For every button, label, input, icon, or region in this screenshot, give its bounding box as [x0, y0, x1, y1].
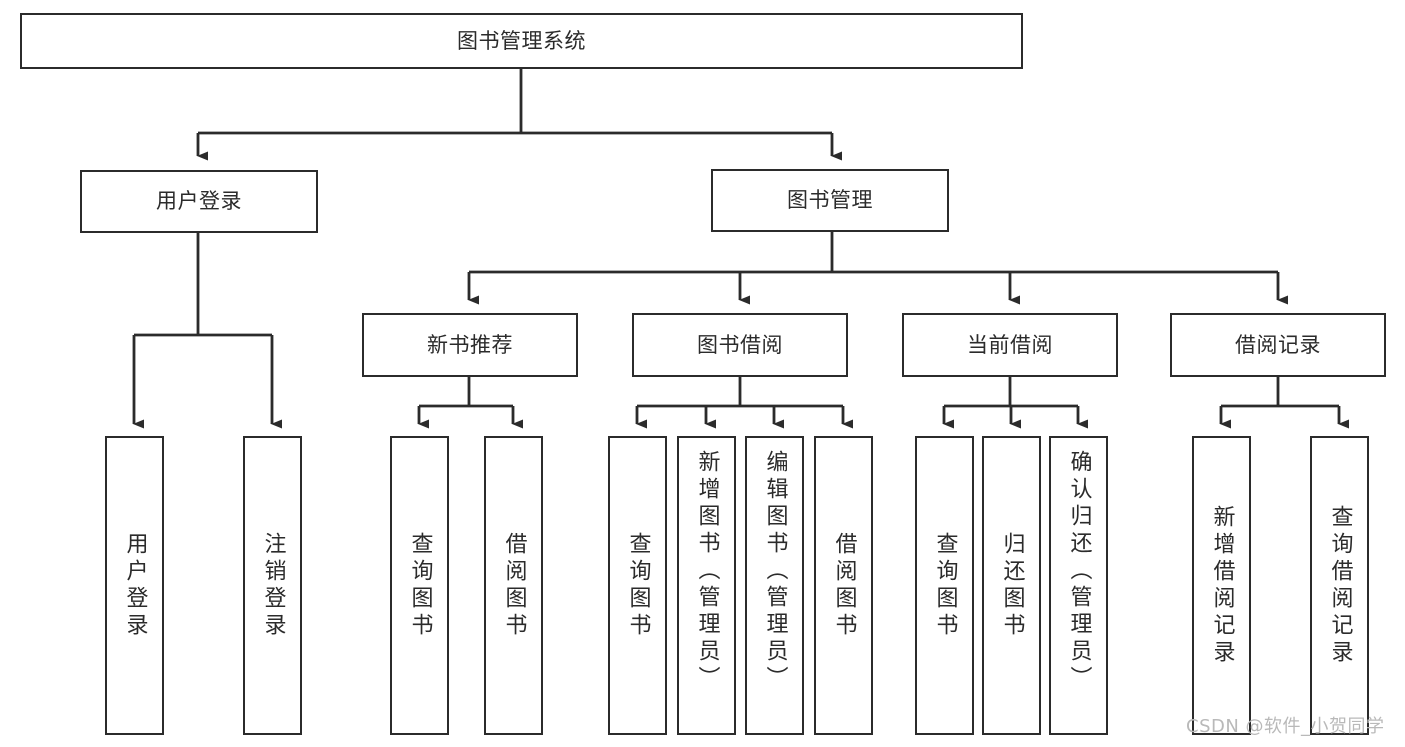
leaf-user-login-signin-label: 用户登录 — [122, 531, 148, 640]
leaf-new-book-query[interactable]: 查询图书 — [390, 436, 449, 735]
leaf-borrow-edit-book[interactable]: 编辑图书（管理员） — [745, 436, 804, 735]
leaf-user-login-signout-label: 注销登录 — [260, 531, 286, 640]
leaf-borrow-borrow-book[interactable]: 借阅图书 — [814, 436, 873, 735]
leaf-borrow-borrow-book-label: 借阅图书 — [831, 531, 857, 640]
node-book-management[interactable]: 图书管理 — [711, 169, 949, 232]
leaf-borrow-add-book-label: 新增图书（管理员） — [694, 450, 720, 693]
leaf-borrow-edit-book-label: 编辑图书（管理员） — [762, 450, 788, 693]
leaf-new-book-borrow-label: 借阅图书 — [501, 531, 527, 640]
node-new-book-recommend-label: 新书推荐 — [427, 332, 513, 357]
node-book-borrow-label: 图书借阅 — [697, 332, 783, 357]
leaf-current-query-book[interactable]: 查询图书 — [915, 436, 974, 735]
leaf-record-query[interactable]: 查询借阅记录 — [1310, 436, 1369, 735]
leaf-record-query-label: 查询借阅记录 — [1327, 504, 1353, 667]
leaf-borrow-query-book[interactable]: 查询图书 — [608, 436, 667, 735]
node-root-label: 图书管理系统 — [457, 28, 586, 53]
leaf-current-confirm-return-label: 确认归还（管理员） — [1066, 450, 1092, 693]
leaf-current-return-book[interactable]: 归还图书 — [982, 436, 1041, 735]
watermark-csdn: CSDN @软件_小贺同学 — [1186, 716, 1385, 737]
node-new-book-recommend[interactable]: 新书推荐 — [362, 313, 578, 377]
leaf-borrow-query-book-label: 查询图书 — [625, 531, 651, 640]
node-borrow-record[interactable]: 借阅记录 — [1170, 313, 1386, 377]
node-borrow-record-label: 借阅记录 — [1235, 332, 1321, 357]
node-root-book-management-system[interactable]: 图书管理系统 — [20, 13, 1023, 69]
leaf-new-book-query-label: 查询图书 — [407, 531, 433, 640]
leaf-record-add-label: 新增借阅记录 — [1209, 504, 1235, 667]
leaf-current-confirm-return[interactable]: 确认归还（管理员） — [1049, 436, 1108, 735]
node-book-management-label: 图书管理 — [787, 188, 873, 213]
leaf-current-query-book-label: 查询图书 — [932, 531, 958, 640]
leaf-new-book-borrow[interactable]: 借阅图书 — [484, 436, 543, 735]
leaf-record-add[interactable]: 新增借阅记录 — [1192, 436, 1251, 735]
node-book-borrow[interactable]: 图书借阅 — [632, 313, 848, 377]
node-current-borrow-label: 当前借阅 — [967, 332, 1053, 357]
node-user-login[interactable]: 用户登录 — [80, 170, 318, 233]
leaf-borrow-add-book[interactable]: 新增图书（管理员） — [677, 436, 736, 735]
leaf-user-login-signin[interactable]: 用户登录 — [105, 436, 164, 735]
leaf-user-login-signout[interactable]: 注销登录 — [243, 436, 302, 735]
node-current-borrow[interactable]: 当前借阅 — [902, 313, 1118, 377]
node-user-login-label: 用户登录 — [156, 189, 242, 214]
leaf-current-return-book-label: 归还图书 — [999, 531, 1025, 640]
